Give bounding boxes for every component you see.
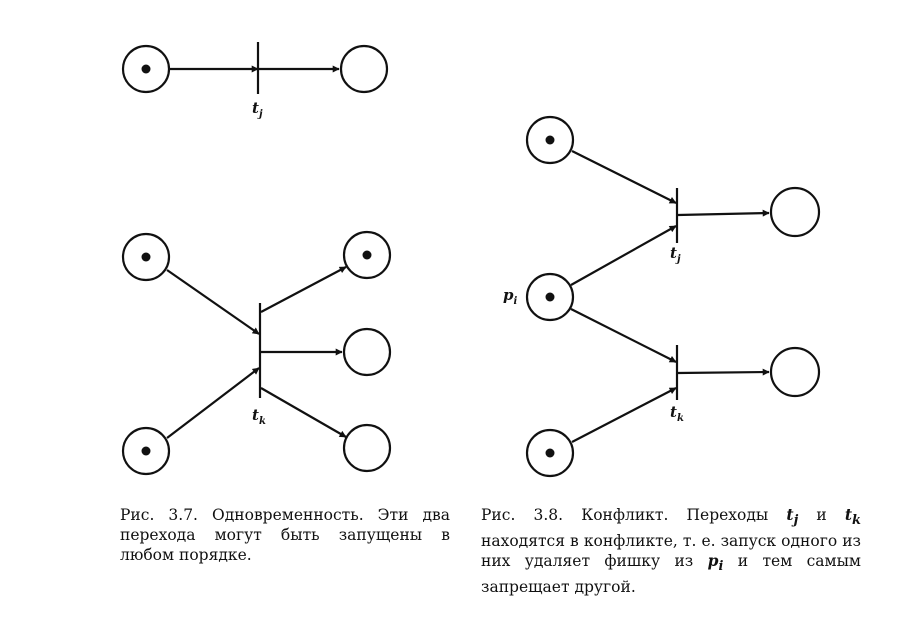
caption-tk: tk [844,505,861,529]
caption-number: Рис. 3.8. [481,506,564,524]
place-empty [342,423,392,473]
figure-3-7-bottom-net [121,230,392,476]
caption-text-part3: и тем самым запрещает другой. [481,552,861,597]
label-tk-fig37: tk [252,406,266,427]
caption-text-part1: Конфликт. Переходы [581,506,769,524]
token [141,252,151,262]
arc [166,367,260,439]
place-with-token [525,428,575,478]
figure-3-7-top-net [121,42,389,94]
place-empty [769,346,821,398]
arc [260,387,347,438]
place-empty [339,44,389,94]
figure-3-8-net [525,115,821,478]
arc [677,368,770,376]
token [362,250,372,260]
place-with-token [121,426,171,476]
figure-3-8-caption: Рис. 3.8. Конфликт. Переходы tj и tk нах… [481,505,861,597]
arc [571,150,677,204]
arc [571,387,677,443]
caption-text-part2: находятся в конфликте, т. е. запуск одно… [481,532,861,571]
token [545,448,555,458]
token [141,64,151,74]
arc [260,266,347,313]
token [545,135,555,145]
caption-and: и [816,506,827,524]
arc [570,225,677,286]
arc [570,308,677,363]
caption-pi: pi [707,551,724,575]
figure-3-7-caption: Рис. 3.7. Одновременность. Эти два перех… [120,505,450,565]
label-tj-fig37: tj [252,99,263,120]
arc [166,269,260,335]
place-pi [525,272,575,322]
token [545,292,555,302]
place-with-token [342,230,392,280]
label-tk-fig38: tk [670,403,684,424]
place-empty [769,186,821,238]
place-empty [342,327,392,377]
place-with-token [525,115,575,165]
caption-text: Одновременность. Эти два перехода могут … [120,506,450,564]
arc [677,209,770,217]
place-with-token [121,232,171,282]
label-tj-fig38: tj [670,244,681,265]
token [141,446,151,456]
label-pi-fig38: pi [503,286,518,307]
caption-tj: tj [786,505,799,529]
caption-number: Рис. 3.7. [120,506,198,524]
